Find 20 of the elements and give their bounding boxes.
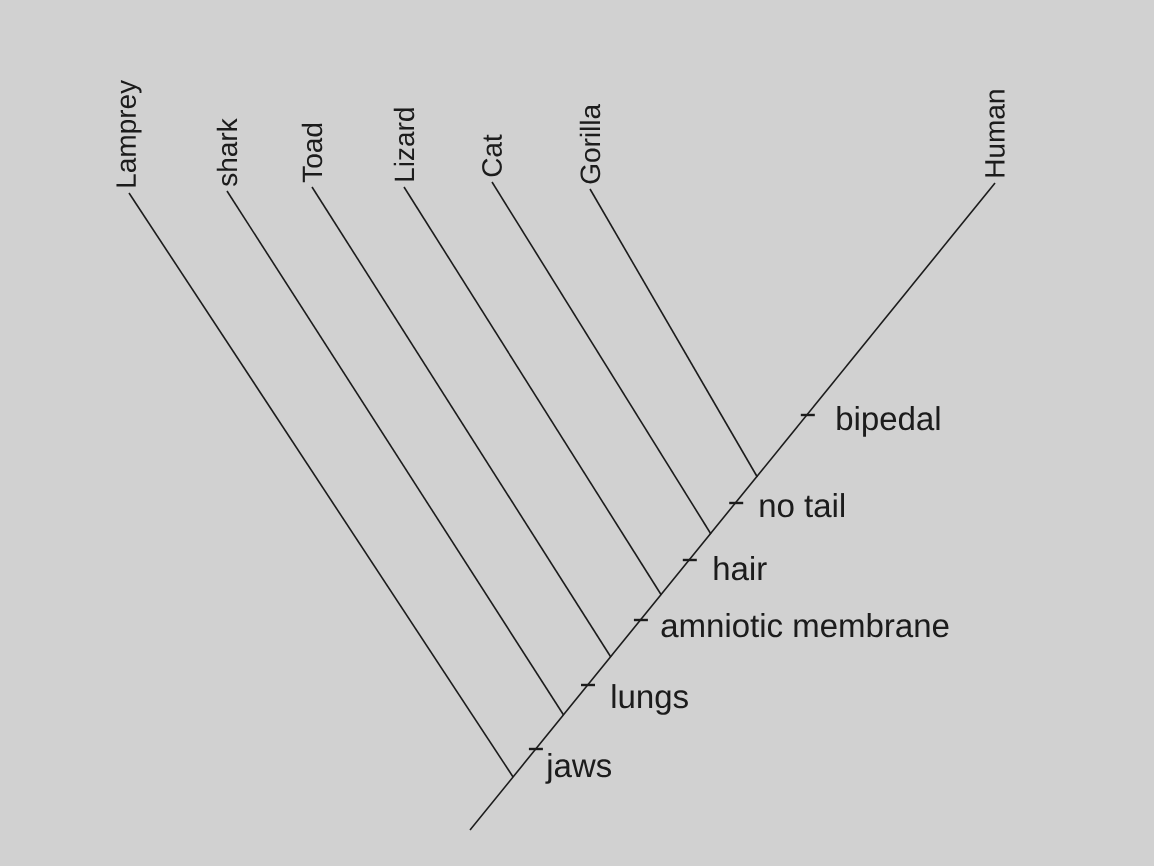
trait-label: amniotic membrane xyxy=(661,613,949,638)
branch-line xyxy=(491,181,712,535)
taxon-label: Cat xyxy=(482,134,502,177)
trait-label: hair xyxy=(714,556,767,581)
trait-label: bipedal xyxy=(837,406,940,437)
trait-label: no tail xyxy=(760,493,844,518)
taxon-label: Lizard xyxy=(393,108,415,181)
branch-line xyxy=(226,190,565,716)
taxon-label: Gorilla xyxy=(579,103,601,184)
branch-line xyxy=(469,182,996,831)
branch-line xyxy=(589,188,759,478)
taxon-label: Human xyxy=(985,90,1005,177)
branch-line xyxy=(311,186,612,658)
trait-label: jaws xyxy=(545,753,611,784)
taxon-label: Lamprey xyxy=(116,79,142,187)
branch-line xyxy=(403,186,663,596)
branch-line xyxy=(128,192,514,778)
taxon-label: Toad xyxy=(301,123,323,183)
taxon-label: shark xyxy=(216,118,238,186)
trait-label: lungs xyxy=(612,684,688,715)
